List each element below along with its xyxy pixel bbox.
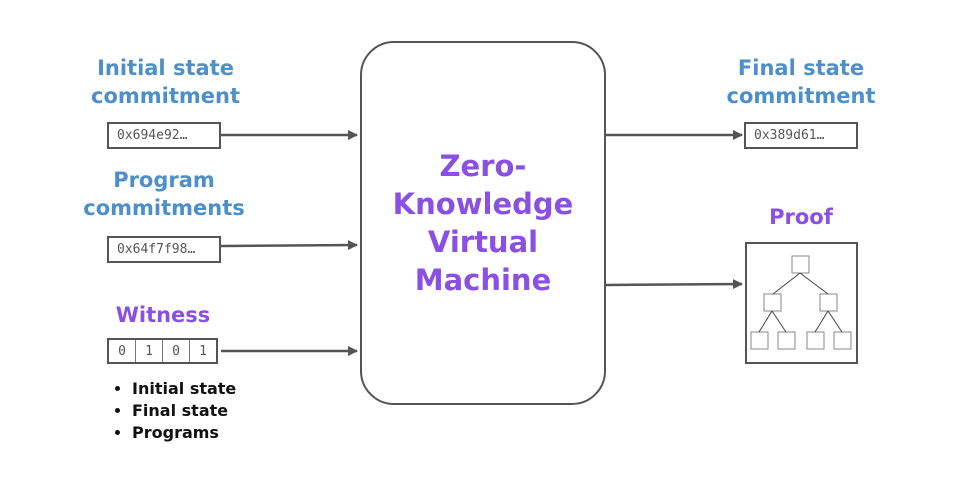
arrow-program	[220, 240, 358, 251]
final-state-heading: Final state commitment	[726, 56, 876, 108]
initial-state-heading: Initial state commitment	[91, 56, 240, 108]
merkle-tree-icon	[750, 255, 852, 350]
witness-bit: 0	[109, 340, 136, 362]
witness-bit: 1	[199, 343, 207, 359]
initial-state-value: 0x694e92…	[107, 122, 221, 149]
witness-item: Initial state	[132, 378, 236, 400]
witness-bit: 1	[136, 340, 163, 362]
program-heading: Program commitments	[83, 168, 245, 220]
program-value: 0x64f7f98…	[107, 236, 221, 263]
proof-box	[745, 242, 858, 364]
witness-heading: Witness	[115, 303, 211, 327]
witness-item: Programs	[132, 422, 236, 444]
proof-heading: Proof	[769, 205, 833, 229]
witness-bit: 0	[163, 340, 190, 362]
final-state-value: 0x389d61…	[744, 122, 858, 149]
witness-item: Final state	[132, 400, 236, 422]
witness-items: Initial state Final state Programs	[112, 378, 236, 444]
arrow-proof	[605, 279, 743, 290]
witness-bits: 0 1 0 1	[107, 338, 218, 364]
zkvm-box: Zero- Knowledge Virtual Machine	[360, 41, 606, 405]
zkvm-title: Zero- Knowledge Virtual Machine	[392, 149, 574, 297]
